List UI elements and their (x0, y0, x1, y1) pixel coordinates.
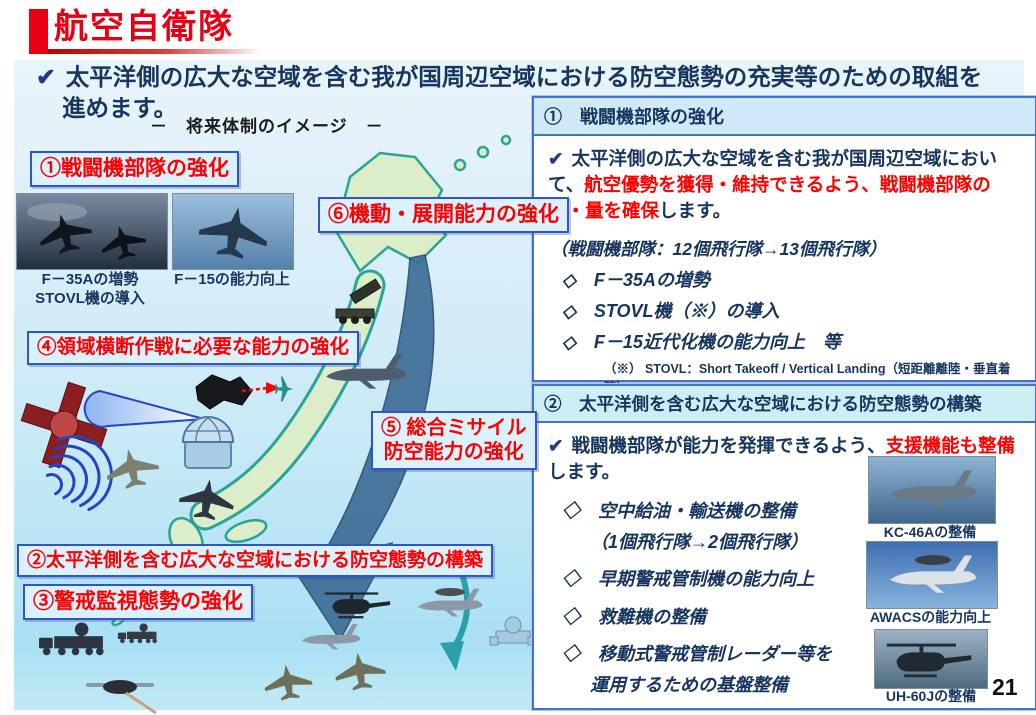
panel1-text: 太平洋側の広大な空域を含む我が国周辺空域において、 (548, 148, 998, 195)
f35-icon (332, 649, 388, 693)
surveillance-beam-icon (83, 389, 205, 428)
radar-vehicle-icon (39, 622, 104, 656)
map-label-5-line2: 防空能力の強化 (383, 441, 524, 464)
radar-vehicle-icon (117, 623, 157, 644)
panel1-text: します。 (659, 199, 732, 221)
check-icon: ✔ (548, 435, 564, 456)
f15-caption: F－15の能力向上 (174, 271, 290, 288)
panel1-text-red: 航空優勢を獲得・維持できるよう、戦闘機部隊の質・量を確保 (548, 173, 991, 221)
red-satellite-icon (20, 381, 108, 469)
f15-photo (172, 193, 294, 270)
page-title: 航空自衛隊 (54, 8, 234, 46)
uh60-photo (874, 629, 988, 689)
kc46-caption: KC-46Aの整備 (883, 524, 977, 540)
panel2-item: ◇ 移動式警戒管制レーダー等を (562, 643, 832, 664)
kc46-photo (868, 456, 996, 524)
f35-caption-line2: STOVL機の導入 (35, 289, 145, 307)
map-label-2: ②太平洋側を含む広大な空域における防空態勢の構築 (17, 544, 494, 578)
panel1-item: ◇ STOVL機（※）の導入 (562, 300, 780, 321)
kuril-island (476, 145, 490, 159)
page-number: 21 (992, 674, 1018, 700)
map-label-5: ⑤ 総合ミサイル 防空能力の強化 (371, 411, 537, 470)
f35-caption: F－35Aの増勢 STOVL機の導入 (8, 271, 172, 309)
lead-line1: ✔ 太平洋側の広大な空域を含む我が国周辺空域における防空態勢の充実等のための取組を (36, 62, 1028, 93)
map-label-6: ⑥機動・展開能力の強化 (318, 197, 569, 233)
panel2-item: ◇ 空中給油・輸送機の整備 (562, 500, 796, 521)
panel2-text: します。 (548, 460, 621, 482)
panel2-item: ◇ 早期警戒管制機の能力向上 (562, 569, 814, 590)
ground-radar-site-icon (489, 616, 535, 646)
awacs-icon (417, 588, 483, 617)
panel1-item: ◇ F－15近代化機の能力向上 等 (562, 332, 841, 353)
title-underline (48, 49, 262, 54)
panel2-item: （1個飛行隊→2個飛行隊） (590, 532, 809, 553)
panel1-header: ① 戦闘機部隊の強化 (534, 98, 1035, 136)
radar-dome-icon (181, 416, 235, 469)
red-dotted-arrow-icon (241, 386, 269, 393)
dark-satellite-icon (195, 374, 253, 410)
awacs-photo (866, 541, 998, 609)
map-label-3: ③警戒監視態勢の強化 (23, 584, 253, 620)
panel2-item: ◇ 救難機の整備 (562, 606, 706, 627)
title-accent-block (29, 9, 48, 54)
japan-map-illustration (20, 134, 535, 715)
lead-statement: ✔ 太平洋側の広大な空域を含む我が国周辺空域における防空態勢の充実等のための取組を… (36, 62, 1028, 125)
map-label-1: ①戦闘機部隊の強化 (30, 151, 239, 187)
panel2-header: ② 太平洋側を含む広大な空域における防空態勢の構築 (534, 386, 1035, 423)
uav-icon (86, 680, 157, 715)
check-icon: ✔ (548, 148, 564, 169)
f35-icon (261, 661, 315, 703)
kuril-island (453, 158, 467, 172)
uh60-caption: UH-60Jの整備 (885, 688, 977, 704)
f35-caption-line1: F－35Aの増勢 (41, 271, 139, 288)
panel1-subnote: （戦闘機部隊：12個飛行隊→13個飛行隊） (550, 238, 887, 259)
panel1-item: ◇ F－35Aの増勢 (562, 269, 710, 290)
kuril-island (500, 134, 512, 146)
patriot-launcher-icon (335, 278, 382, 324)
radio-waves-icon (45, 435, 113, 512)
map-label-5-line1: ⑤ 総合ミサイル (381, 417, 527, 439)
check-icon: ✔ (36, 64, 56, 90)
panel2-text: 戦闘機部隊が能力を発揮できるよう、 (571, 435, 886, 456)
tanker-aircraft-icon (301, 624, 361, 650)
map-label-4: ④領域横断作戦に必要な能力の強化 (27, 331, 360, 365)
awacs-caption: AWACSの能力向上 (869, 609, 992, 625)
intercept-jet-icon (275, 376, 293, 402)
f35-photo (16, 193, 168, 270)
panel2-item: 運用するための基盤整備 (590, 675, 788, 696)
lead-text-2: 進めます。 (62, 95, 178, 122)
map-subtitle: － 将来体制のイメージ － (150, 117, 384, 136)
small-arrowhead (440, 641, 464, 671)
panel2-text-red: 支援機能も整備 (885, 435, 1016, 456)
lead-text-1: 太平洋側の広大な空域を含む我が国周辺空域における防空態勢の充実等のための取組を (65, 64, 983, 90)
panel1-check-paragraph: ✔太平洋側の広大な空域を含む我が国周辺空域において、航空優勢を獲得・維持できるよ… (548, 146, 1023, 224)
panel2-check-paragraph: ✔ 戦闘機部隊が能力を発揮できるよう、支援機能も整備します。 (548, 433, 1023, 485)
panel-fighter-units: ① 戦闘機部隊の強化 ✔太平洋側の広大な空域を含む我が国周辺空域において、航空優… (532, 96, 1036, 395)
